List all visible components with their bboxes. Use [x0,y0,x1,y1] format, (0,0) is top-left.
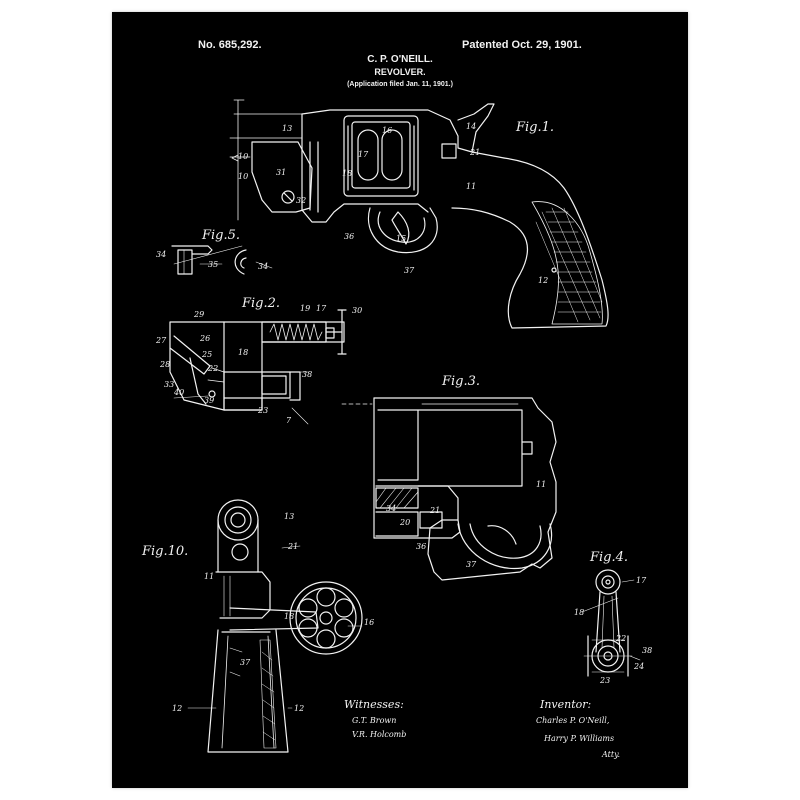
ref-number: 36 [416,542,427,551]
fig1-revolver-drawing [230,100,608,328]
fig2-label: Fig.2. [242,296,281,311]
fig5-hook-drawing [172,246,246,274]
patent-drawings [112,12,688,788]
patent-number: No. 685,292. [198,39,262,51]
fig10-front-view-drawing [208,500,362,752]
inventor-signature: Charles P. O'Neill, [536,716,610,725]
ref-number: 28 [160,360,171,369]
ref-number: 21 [430,506,441,515]
ref-number: 18 [574,608,585,617]
ref-number: 40 [174,388,185,397]
witness-signature: V.R. Holcomb [352,730,407,739]
inventor-name: C. P. O'NEILL. [367,54,433,65]
fig10-label: Fig.10. [142,544,189,559]
ref-number: 33 [164,380,175,389]
patent-date: Patented Oct. 29, 1901. [462,39,582,51]
inventor-label: Inventor: [540,698,592,711]
ref-number: 11 [536,480,547,489]
ref-number: 23 [258,406,269,415]
ref-number: 25 [202,350,213,359]
ref-number: 10 [238,152,249,161]
ref-number: 16 [364,618,375,627]
ref-number: 18 [342,169,353,178]
attorney-title: Atty. [602,750,621,759]
ref-number: 13 [282,124,293,133]
ref-number: 18 [284,612,295,621]
ref-number: 15 [396,234,407,243]
patent-title: REVOLVER. [374,67,426,77]
patent-poster: No. 685,292. Patented Oct. 29, 1901. C. … [112,12,688,788]
witnesses-label: Witnesses: [344,698,404,711]
ref-number: 34 [156,250,167,259]
ref-number: 27 [156,336,167,345]
ref-number: 7 [286,416,292,425]
ref-number: 10 [238,172,249,181]
ref-number: 37 [404,266,415,275]
ref-number: 12 [172,704,183,713]
ref-number: 29 [194,310,205,319]
ref-number: 14 [466,122,477,131]
fig3-frame-section-drawing [342,398,556,580]
ref-number: 24 [634,662,645,671]
ref-number: 36 [344,232,355,241]
witness-signature: G.T. Brown [352,716,397,725]
ref-number: 18 [238,348,249,357]
ref-number: 39 [204,396,215,405]
ref-number: 31 [276,168,287,177]
ref-number: 21 [470,148,481,157]
ref-number: 34 [258,262,269,271]
ref-number: 34 [386,504,397,513]
ref-number: 38 [642,646,653,655]
fig4-label: Fig.4. [590,550,629,565]
ref-number: 37 [240,658,251,667]
ref-number: 12 [538,276,549,285]
leader-lines [174,246,640,708]
ref-number: 37 [466,560,477,569]
fig4-link-drawing [584,570,632,676]
ref-number: 19 [300,304,311,313]
ref-number: 11 [466,182,477,191]
ref-number: 11 [204,572,215,581]
fig2-mechanism-drawing [170,310,346,410]
fig1-label: Fig.1. [516,120,555,135]
ref-number: 38 [302,370,313,379]
ref-number: 22 [616,634,627,643]
ref-number: 17 [636,576,647,585]
fig3-label: Fig.3. [442,374,481,389]
ref-number: 17 [358,150,369,159]
ref-number: 20 [400,518,411,527]
ref-number: 16 [382,126,393,135]
ref-number: 12 [294,704,305,713]
ref-number: 35 [208,260,219,269]
ref-number: 17 [316,304,327,313]
ref-number: 22 [208,364,219,373]
ref-number: 23 [600,676,611,685]
application-date: (Application filed Jan. 11, 1901.) [347,81,453,88]
attorney-signature: Harry P. Williams [544,734,615,743]
ref-number: 32 [296,196,307,205]
ref-number: 26 [200,334,211,343]
ref-number: 21 [288,542,299,551]
ref-number: 30 [352,306,363,315]
ref-number: 13 [284,512,295,521]
fig5-label: Fig.5. [202,228,241,243]
